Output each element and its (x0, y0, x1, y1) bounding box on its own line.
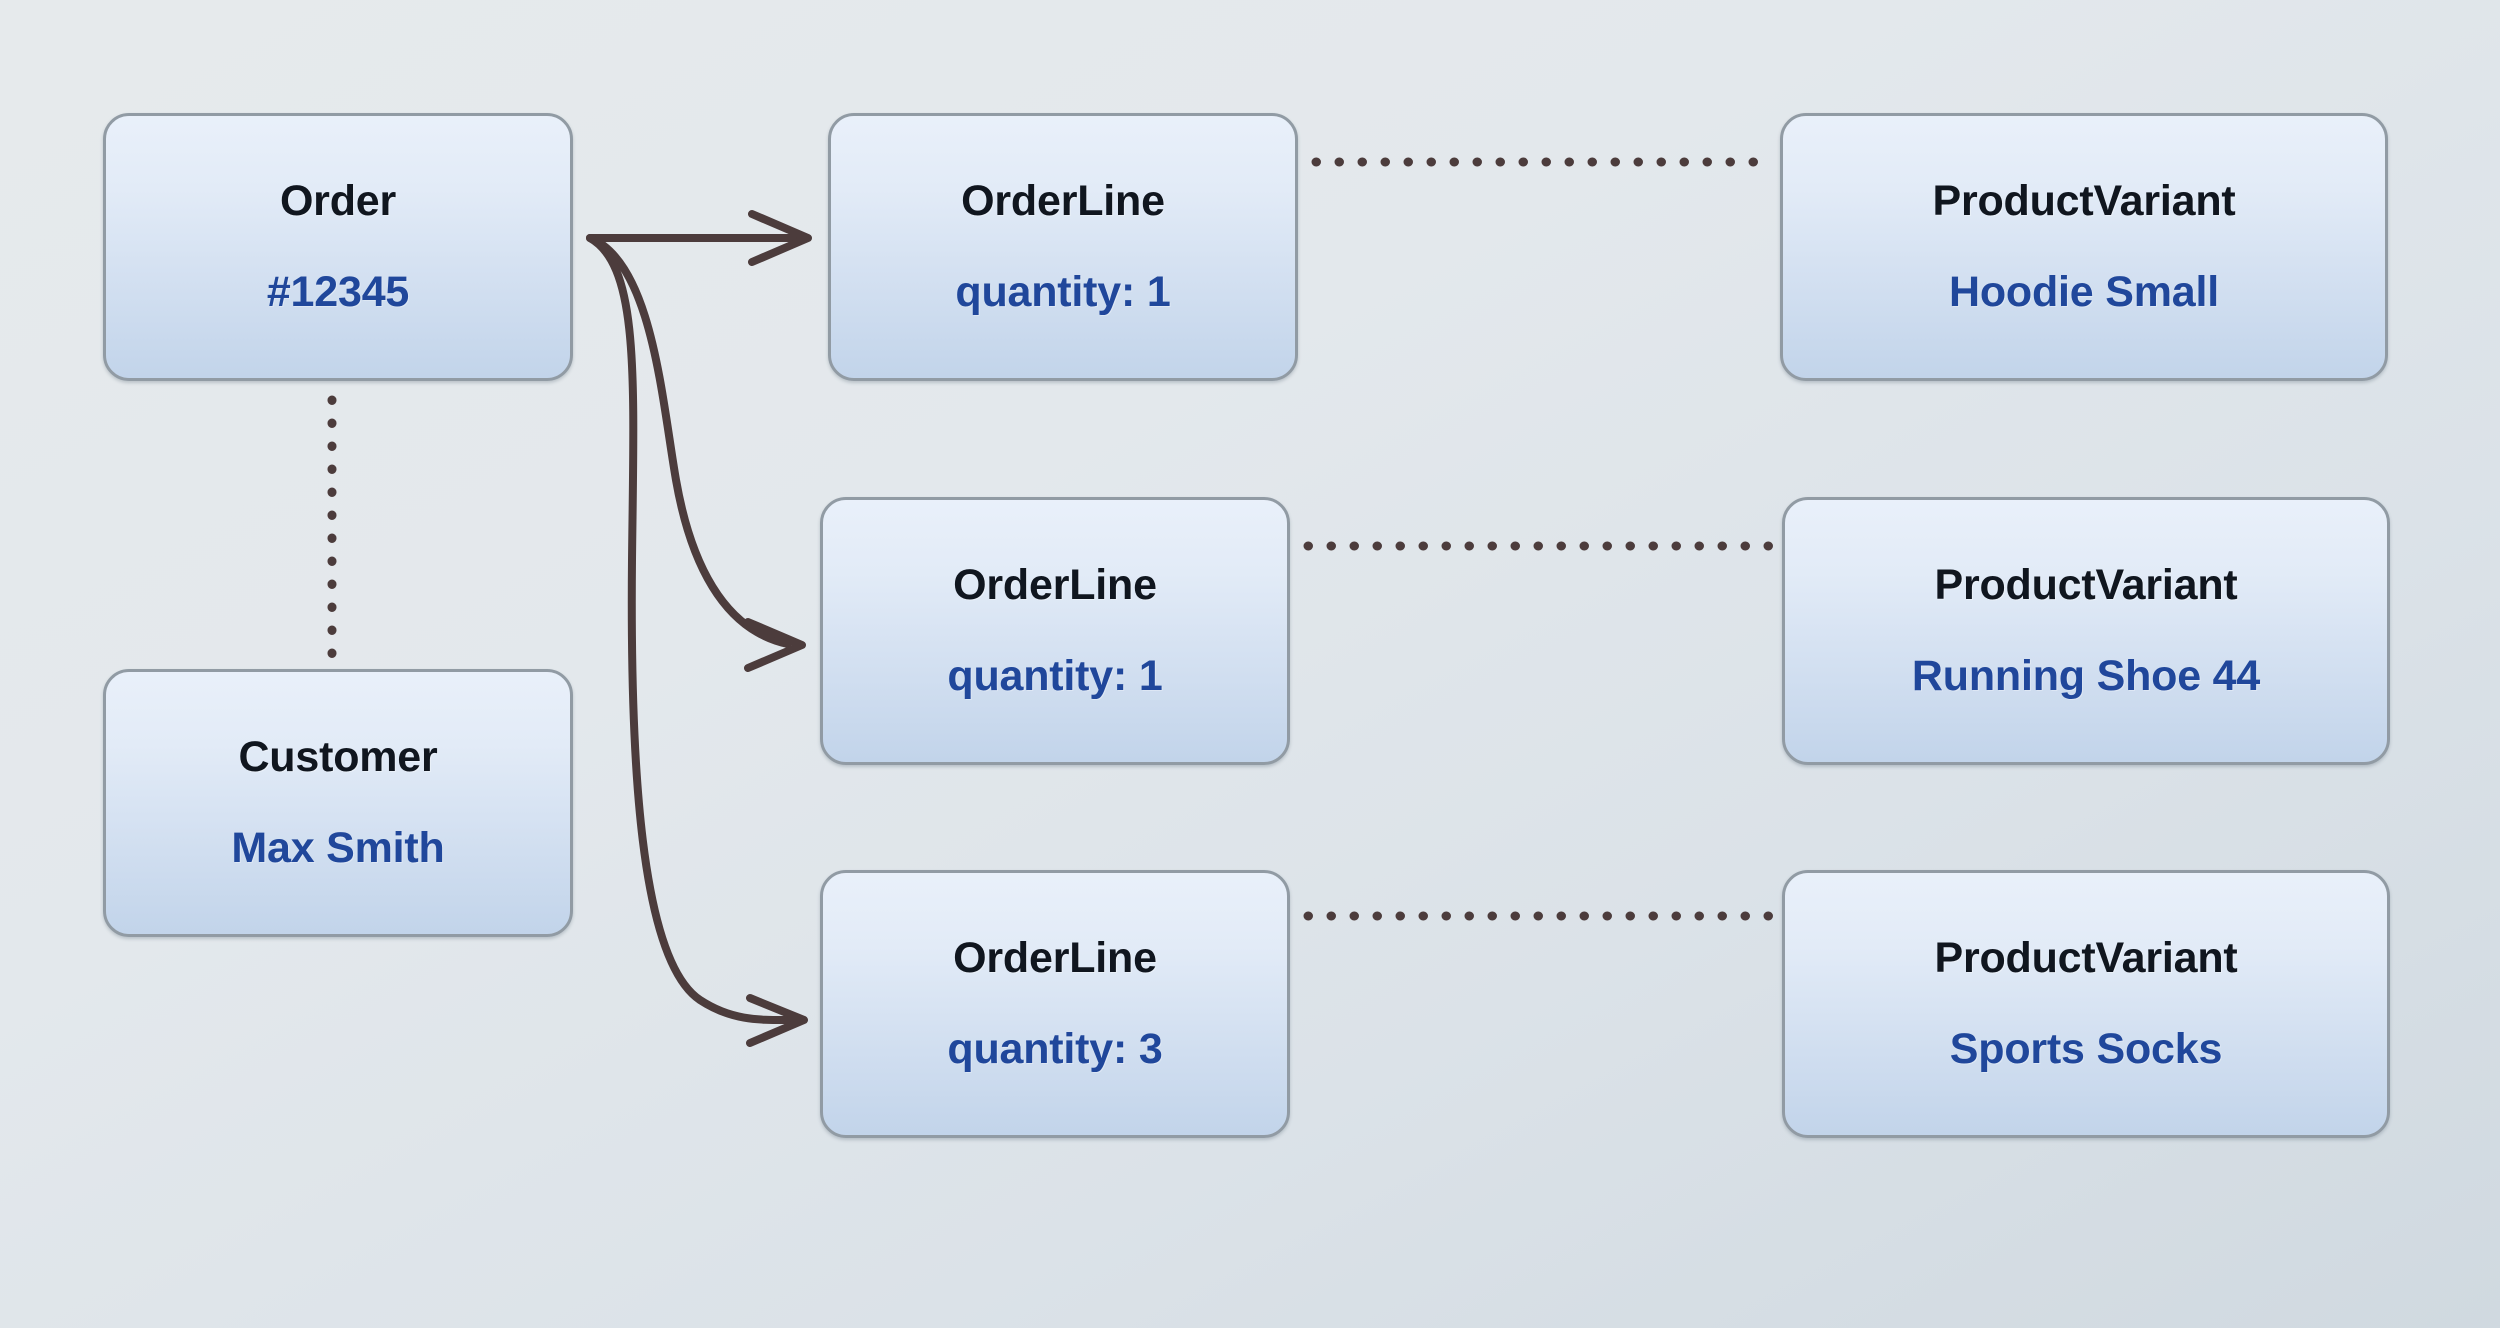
node-orderline-3-title: OrderLine (953, 933, 1157, 982)
node-customer-value: Max Smith (231, 824, 445, 872)
node-orderline-3[interactable]: OrderLine quantity: 3 (820, 870, 1290, 1138)
arrow-head-orderline-1 (748, 210, 812, 266)
node-productvariant-1-title: ProductVariant (1932, 176, 2236, 225)
node-productvariant-2-value: Running Shoe 44 (1911, 652, 2261, 700)
node-orderline-2-title: OrderLine (953, 560, 1157, 609)
arrow-head-orderline-2 (744, 618, 806, 672)
node-orderline-2-value: quantity: 1 (947, 652, 1163, 700)
arrow-order-to-orderline-2 (586, 234, 792, 648)
node-order-title: Order (279, 176, 397, 225)
node-productvariant-2[interactable]: ProductVariant Running Shoe 44 (1782, 497, 2390, 765)
node-productvariant-3-value: Sports Socks (1949, 1025, 2223, 1073)
node-order[interactable]: Order #12345 (103, 113, 573, 381)
node-orderline-1-title: OrderLine (961, 176, 1165, 225)
node-orderline-1-value: quantity: 1 (955, 268, 1171, 316)
node-customer-title: Customer (238, 732, 438, 781)
arrow-head-orderline-3 (746, 994, 808, 1047)
node-orderline-3-value: quantity: 3 (947, 1025, 1163, 1073)
node-productvariant-1-value: Hoodie Small (1949, 268, 2219, 316)
node-orderline-2[interactable]: OrderLine quantity: 1 (820, 497, 1290, 765)
arrow-order-to-orderline-3 (586, 234, 794, 1025)
node-order-value: #12345 (266, 268, 410, 316)
node-orderline-1[interactable]: OrderLine quantity: 1 (828, 113, 1298, 381)
node-productvariant-3-title: ProductVariant (1934, 933, 2238, 982)
node-customer[interactable]: Customer Max Smith (103, 669, 573, 937)
node-productvariant-1[interactable]: ProductVariant Hoodie Small (1780, 113, 2388, 381)
node-productvariant-2-title: ProductVariant (1934, 560, 2238, 609)
node-productvariant-3[interactable]: ProductVariant Sports Socks (1782, 870, 2390, 1138)
